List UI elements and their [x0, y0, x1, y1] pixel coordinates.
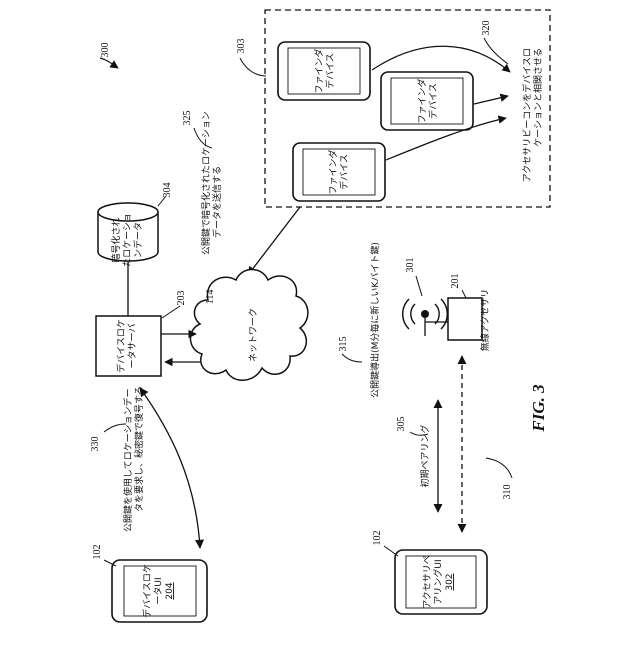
leader-315 [342, 354, 362, 362]
finder-device-2-label-line1: ファインダ [416, 78, 428, 123]
leader-330 [104, 424, 126, 432]
ref-305: 305 [396, 417, 407, 432]
leader-201 [462, 290, 466, 298]
ref-320: 320 [481, 21, 492, 36]
server-label-line2: ータサーバ [127, 324, 138, 369]
correlate-beacon-line1: アクセサリビーコンをデバイスロ [521, 48, 533, 182]
send-encrypted-line1: 公開鍵で暗号化されたロケーション [200, 111, 212, 255]
owner-device-location-ui: デバイスロケ ータUI 204 [112, 560, 207, 622]
ref-310: 310 [502, 485, 513, 500]
leader-310 [486, 458, 512, 478]
encrypted-location-data-store: 暗号化され たロケーショ ンデータ [98, 203, 158, 267]
ref-325: 325 [182, 111, 193, 126]
finder-device-3: ファインダ デバイス [293, 143, 385, 201]
leader-303 [240, 58, 266, 76]
request-line1: 公開鍵を使用してロケーションデー [122, 388, 134, 532]
finder-device-3-label-line2: デバイス [338, 154, 350, 190]
owner-accessory-pairing-ui: アクセサリペ アリングUI 302 [395, 550, 487, 614]
ref-102-left: 102 [92, 545, 103, 560]
ref-114: 114 [205, 290, 216, 305]
ref-330: 330 [90, 437, 101, 452]
figure-label: FIG. 3 [529, 384, 548, 433]
device-location-server: デバイスロケ ータサーバ [96, 316, 161, 376]
ref-315: 315 [338, 337, 349, 352]
encrypted-data-line2: たロケーショ [122, 213, 133, 267]
ref-102-right: 102 [372, 531, 383, 546]
finder-device-1: ファインダ デバイス [278, 42, 370, 100]
leader-301 [416, 276, 422, 296]
finder-device-2: ファインダ デバイス [381, 72, 473, 130]
device-ui-ref: 204 [165, 582, 175, 599]
device-ui-line1: デバイスロケ [141, 564, 153, 618]
request-line2: タを要求し、秘密鍵で復号する [133, 386, 145, 512]
correlate-beacon-line2: ケーションと相関させる [532, 48, 544, 147]
arrow-finder1-correlate [372, 46, 510, 72]
pairing-ui-line1: アクセサリペ [422, 555, 433, 609]
arrow-request-location-data [140, 388, 200, 548]
encrypted-data-line3: ンデータ [132, 222, 144, 258]
arrow-finders-network [248, 207, 300, 275]
finder-device-3-label-line1: ファインダ [327, 149, 339, 194]
encrypted-data-line1: 暗号化され [110, 217, 122, 262]
wireless-accessory-label: 無線アクセサリ [479, 289, 491, 352]
beacon-emitter-icon [421, 310, 429, 318]
network-label: ネットワーク [248, 308, 259, 362]
ref-300: 300 [100, 43, 111, 58]
wireless-accessory [403, 298, 482, 340]
arrow-300 [100, 58, 118, 68]
leader-102-right [384, 546, 398, 556]
beacon-wave-icon-3 [435, 304, 439, 324]
ref-304: 304 [162, 183, 173, 198]
leader-320 [484, 38, 508, 64]
finder-device-1-label-line2: デバイス [324, 53, 336, 89]
finder-device-1-label-line1: ファインダ [313, 48, 325, 93]
ref-301: 301 [405, 258, 416, 273]
finder-device-2-label-line2: デバイス [427, 83, 439, 119]
server-label-line1: デバイスロケ [115, 319, 127, 373]
beacon-wave-icon-2 [403, 299, 409, 329]
initial-pairing-label: 初期ペアリング [419, 424, 431, 487]
arrow-finder2-correlate [474, 96, 508, 104]
pairing-ui-line2: アリングUI [432, 559, 444, 604]
ref-303: 303 [236, 39, 247, 54]
ref-201: 201 [450, 274, 461, 289]
beacon-wave-icon-4 [441, 299, 447, 329]
send-encrypted-line2: データを送信する [211, 166, 223, 238]
derive-key-label: 公開鍵導出(M分毎に新しいKバイト鍵) [369, 242, 381, 398]
ref-203: 203 [176, 291, 187, 306]
beacon-wave-icon-1 [411, 304, 415, 324]
device-ui-line2: ータUI [153, 577, 164, 604]
pairing-ui-ref: 302 [445, 573, 455, 590]
leader-203 [162, 306, 180, 318]
